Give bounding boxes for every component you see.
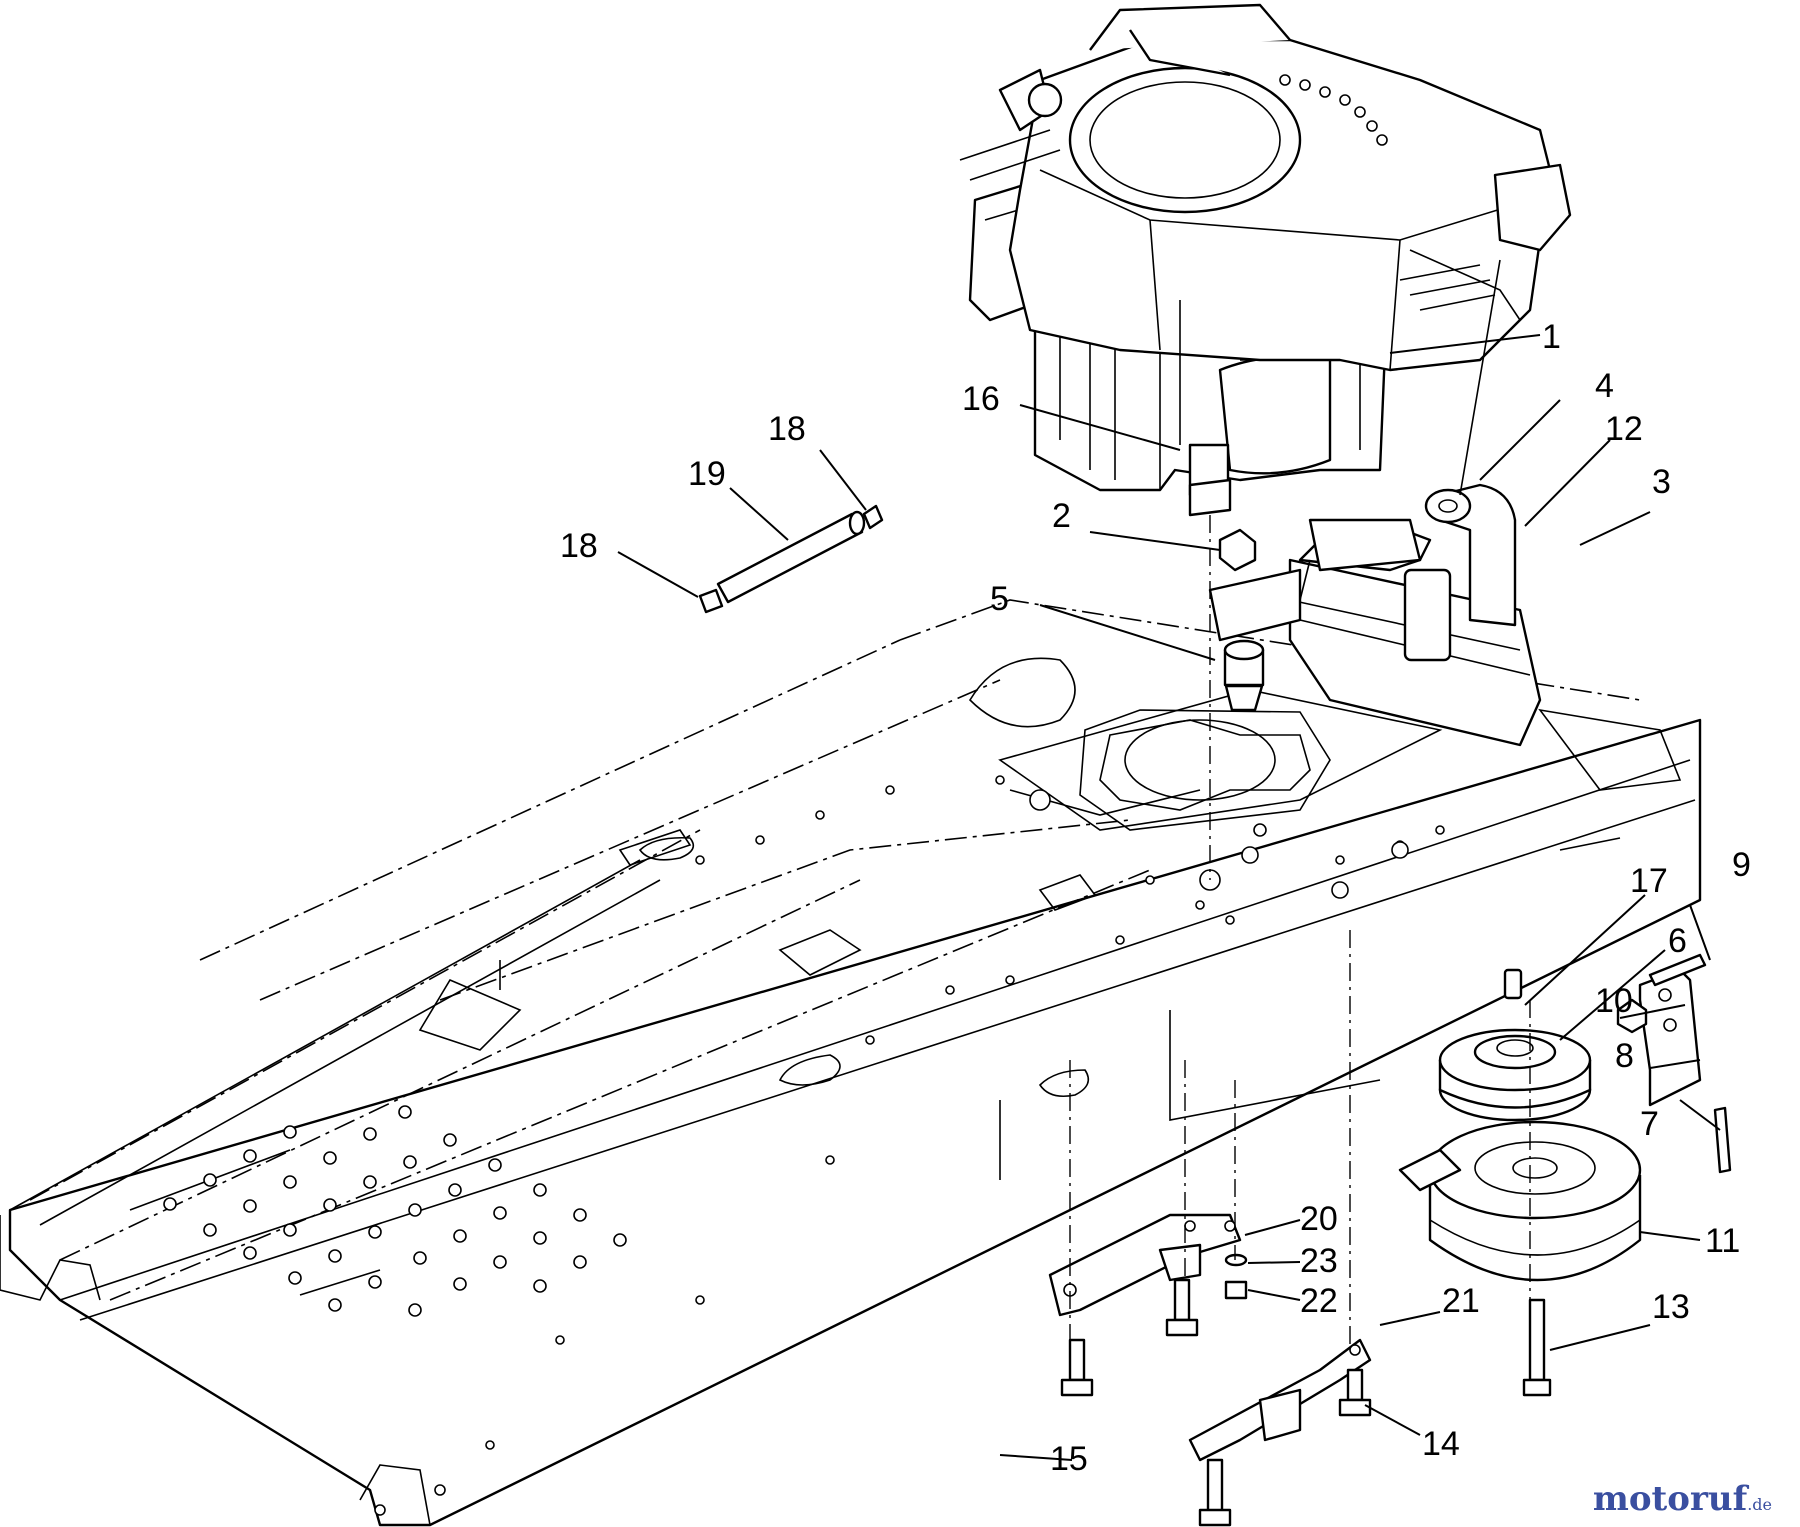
label-part-5: 5 <box>990 580 1009 618</box>
pulley-assembly <box>1349 930 1642 1397</box>
frame-assembly <box>0 599 1702 1527</box>
watermark-logo: motoruf.de <box>1593 1479 1772 1519</box>
label-part-9: 9 <box>1732 846 1751 884</box>
label-part-18-right: 18 <box>768 410 806 448</box>
bracket-assembly <box>1616 953 1732 1174</box>
label-part-11: 11 <box>1705 1222 1740 1260</box>
label-part-13: 13 <box>1652 1288 1690 1326</box>
label-part-19: 19 <box>688 455 726 493</box>
frame-holes <box>374 775 1445 1516</box>
label-part-17: 17 <box>1630 862 1668 900</box>
label-part-18-left: 18 <box>560 527 598 565</box>
muffler <box>1288 518 1542 747</box>
label-part-4: 4 <box>1595 367 1614 405</box>
label-part-1: 1 <box>1542 318 1561 356</box>
label-part-23: 23 <box>1300 1242 1338 1280</box>
watermark-suffix: .de <box>1747 1495 1772 1514</box>
label-part-20: 20 <box>1300 1200 1338 1238</box>
label-part-21: 21 <box>1442 1282 1480 1320</box>
label-part-6: 6 <box>1668 922 1687 960</box>
label-part-14: 14 <box>1422 1425 1460 1463</box>
label-part-16: 16 <box>962 380 1000 418</box>
floor-holes <box>163 1105 627 1317</box>
support-arms <box>1048 1060 1372 1527</box>
engine <box>959 3 1572 880</box>
label-part-7: 7 <box>1640 1105 1659 1143</box>
callout-labels: 1 4 12 3 2 5 16 18 19 18 17 9 6 10 8 7 2… <box>560 318 1751 1478</box>
label-part-22: 22 <box>1300 1282 1338 1320</box>
engine-mount-hardware <box>1208 528 1302 712</box>
label-part-3: 3 <box>1652 463 1671 501</box>
label-part-12: 12 <box>1605 410 1643 448</box>
leader-lines <box>617 334 1721 1461</box>
grille-dots <box>1279 74 1388 146</box>
label-part-8: 8 <box>1615 1037 1634 1075</box>
label-part-10: 10 <box>1595 982 1633 1020</box>
label-part-15: 15 <box>1050 1440 1088 1478</box>
watermark-text: motoruf <box>1592 1479 1748 1519</box>
rod-assembly <box>698 504 884 614</box>
exhaust-pipe <box>1424 483 1517 627</box>
label-part-2: 2 <box>1052 497 1071 535</box>
